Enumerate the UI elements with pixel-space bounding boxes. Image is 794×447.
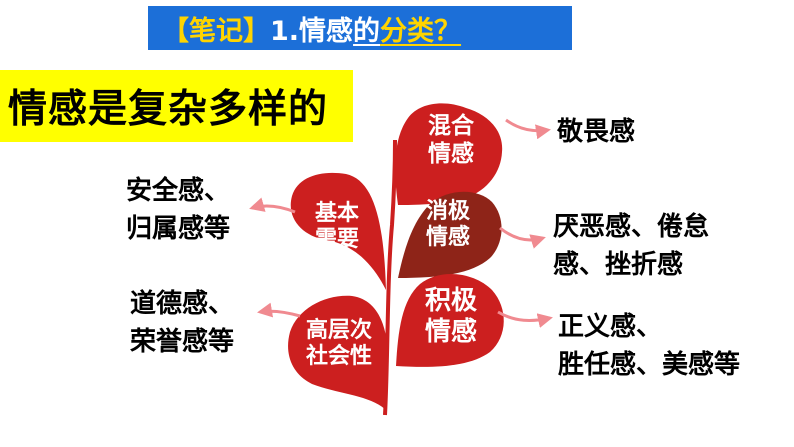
leaf-mixed-label: 混合 情感 [418, 113, 484, 168]
outcome-basic-line-2: 归属感等 [126, 214, 231, 244]
outcome-social-line-1: 道德感、 [130, 289, 235, 319]
outcome-negative-line-1: 厌恶感、倦怠 [553, 212, 710, 242]
leaf-social-line-2: 社会性 [305, 344, 372, 370]
leaf-positive-line-1: 积极 [424, 286, 477, 316]
arrow-negative [499, 226, 546, 249]
leaf-basic-shape [290, 172, 386, 290]
leaf-negative-label: 消极 情感 [418, 199, 478, 252]
leaf-basic-line-2: 需要 [314, 227, 359, 253]
theme-text: 情感是复杂多样的 [8, 87, 329, 132]
theme-box: 情感是复杂多样的 [0, 70, 353, 142]
leaf-negative-line-1: 消极 [425, 199, 470, 224]
arrow-mixed [505, 118, 551, 140]
leaf-mixed-shape [395, 103, 503, 205]
leaf-social-label: 高层次 社会性 [296, 318, 382, 371]
title-question-mark: ？ [434, 15, 462, 47]
arrow-basic [249, 197, 296, 214]
leaf-positive-line-2: 情感 [424, 317, 477, 348]
title-bracket-label: 【笔记】 [162, 15, 270, 47]
title-highlight-text: 分类 [380, 15, 435, 47]
title-de-text: 的 [353, 15, 381, 47]
arrow-positive [497, 310, 553, 328]
leaf-basic-label: 基本 需要 [305, 201, 369, 254]
leaf-mixed-line-1: 混合 [428, 113, 474, 139]
outcome-positive: 正义感、 胜任感、美感等 [558, 308, 740, 384]
arrow-social [257, 302, 301, 318]
outcome-basic-line-1: 安全感、 [126, 176, 231, 206]
outcome-mixed: 敬畏感 [557, 113, 635, 151]
outcome-negative: 厌恶感、倦怠 感、挫折感 [553, 208, 709, 284]
outcome-basic: 安全感、 归属感等 [126, 172, 230, 248]
title-bar: 【笔记】 1.情感 的 分类 ？ [148, 6, 572, 50]
outcome-social: 道德感、 荣誉感等 [130, 285, 234, 361]
leaf-social-shape [288, 295, 388, 410]
title-number-text: 1.情感 [270, 15, 354, 47]
leaf-positive-label: 积极 情感 [418, 286, 484, 348]
leaf-mixed-line-2: 情感 [428, 140, 474, 167]
leaf-negative-shape [398, 191, 502, 278]
leaf-social-line-1: 高层次 [305, 318, 372, 343]
leaf-positive-shape [396, 273, 504, 367]
outcome-positive-line-2: 胜任感、美感等 [558, 350, 741, 380]
outcome-mixed-line-1: 敬畏感 [557, 117, 636, 147]
outcome-positive-line-1: 正义感、 [558, 312, 663, 342]
leaf-negative-line-2: 情感 [425, 225, 470, 251]
outcome-social-line-2: 荣誉感等 [130, 327, 235, 357]
outcome-negative-line-2: 感、挫折感 [553, 250, 684, 280]
leaf-basic-line-1: 基本 [314, 201, 359, 226]
